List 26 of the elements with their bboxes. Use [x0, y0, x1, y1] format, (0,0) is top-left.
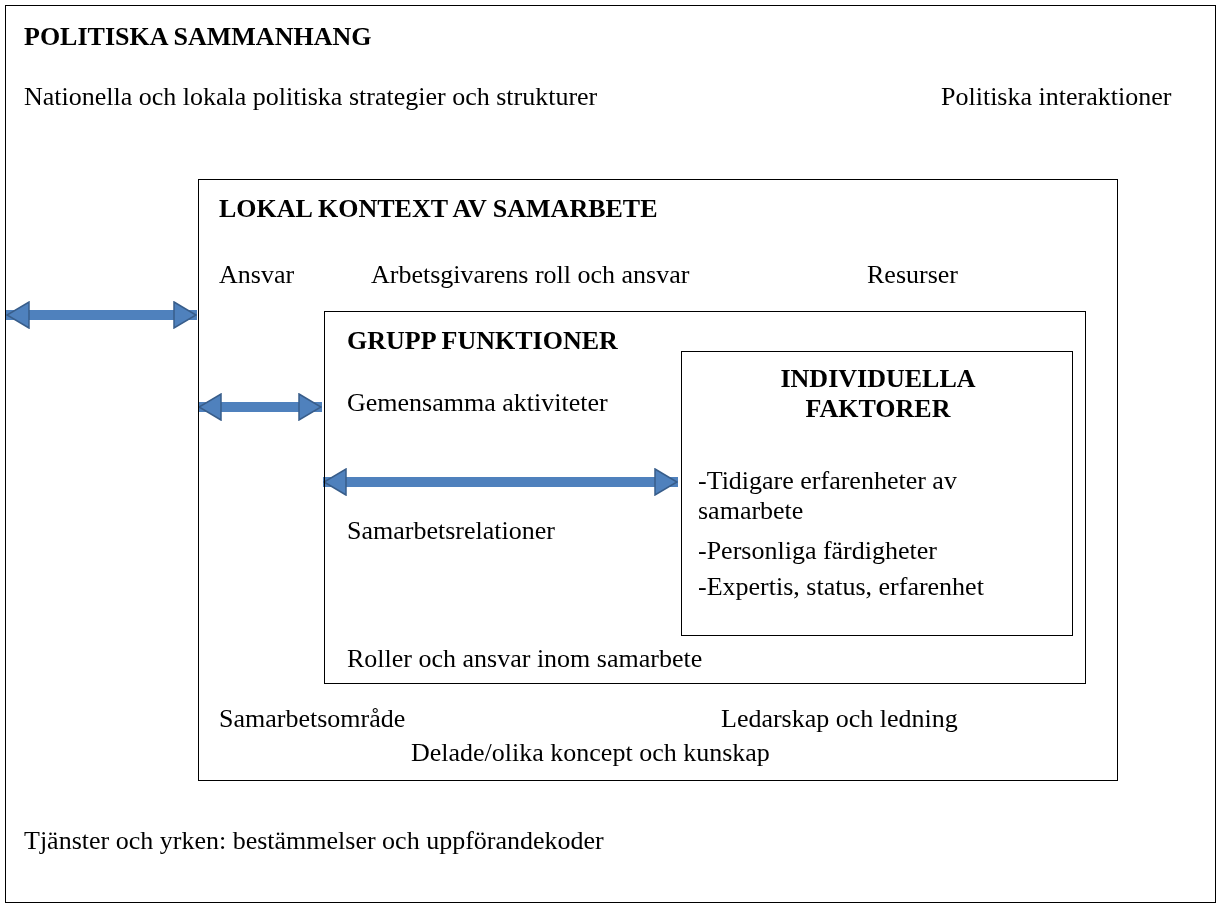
double-arrow	[198, 393, 322, 421]
frame-box	[324, 311, 1086, 684]
box-text: Gemensamma aktiviteter	[347, 388, 608, 418]
box-heading: LOKAL KONTEXT AV SAMARBETE	[219, 194, 658, 224]
box-text: Samarbetsrelationer	[347, 516, 555, 546]
box-text: Delade/olika koncept och kunskap	[411, 738, 770, 768]
box-text: -Personliga färdigheter	[698, 536, 937, 566]
double-arrow	[6, 301, 197, 329]
box-text: Nationella och lokala politiska strategier och strukturer	[24, 82, 598, 112]
box-text: Resurser	[867, 260, 958, 290]
frame-box	[198, 179, 1118, 781]
frame-box	[681, 351, 1073, 636]
frame-box	[5, 5, 1216, 903]
double-arrow	[323, 468, 678, 496]
box-text: Tjänster och yrken: bestämmelser och uppförandekoder	[24, 826, 604, 856]
box-heading: INDIVIDUELLA FAKTORER	[779, 364, 977, 424]
box-text: -Tidigare erfarenheter av samarbete	[698, 466, 958, 526]
box-text: Samarbetsområde	[219, 704, 406, 734]
box-text: -Expertis, status, erfarenhet	[698, 572, 984, 602]
box-text: Roller och ansvar inom samarbete	[347, 644, 703, 674]
box-text: Ledarskap och ledning	[721, 704, 958, 734]
box-text: Arbetsgivarens roll och ansvar	[371, 260, 690, 290]
box-heading: POLITISKA SAMMANHANG	[24, 22, 372, 52]
box-text: Ansvar	[219, 260, 295, 290]
box-heading: GRUPP FUNKTIONER	[347, 326, 618, 356]
box-text: Politiska interaktioner	[941, 82, 1172, 112]
